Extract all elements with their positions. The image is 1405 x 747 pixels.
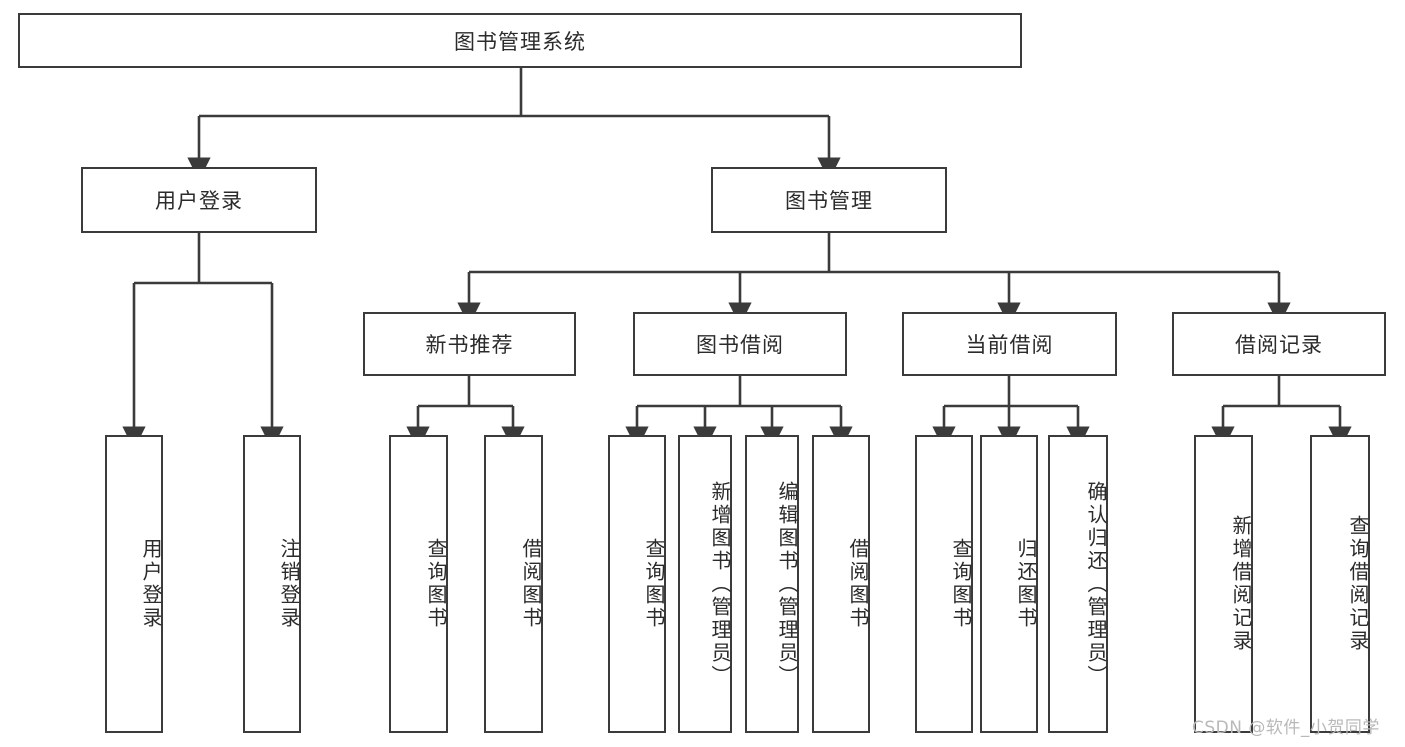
leaf-user-login-logout[interactable]: 注销登录 [243, 435, 301, 733]
leaf-current-borrow-confirm-return[interactable]: 确认归还（管理员） [1048, 435, 1108, 733]
leaf-label: 新增图书（管理员） [708, 480, 732, 688]
leaf-new-book-query[interactable]: 查询图书 [389, 435, 448, 733]
leaf-borrow-record-add[interactable]: 新增借阅记录 [1194, 435, 1253, 733]
leaf-user-login-login[interactable]: 用户登录 [105, 435, 163, 733]
node-book-management[interactable]: 图书管理 [711, 167, 947, 233]
leaf-label: 借阅图书 [519, 538, 543, 630]
csdn-watermark: CSDN @软件_小贺同学 [1192, 718, 1380, 738]
node-user-login[interactable]: 用户登录 [81, 167, 317, 233]
leaf-label: 查询借阅记录 [1346, 515, 1370, 653]
leaf-label: 查询图书 [424, 538, 448, 630]
leaf-current-borrow-query[interactable]: 查询图书 [915, 435, 973, 733]
node-new-book-recommend-label: 新书推荐 [425, 333, 514, 357]
node-book-borrow[interactable]: 图书借阅 [633, 312, 847, 376]
leaf-label: 注销登录 [277, 538, 301, 630]
node-book-borrow-label: 图书借阅 [696, 333, 784, 357]
leaf-label: 新增借阅记录 [1229, 515, 1253, 653]
leaf-book-borrow-edit[interactable]: 编辑图书（管理员） [745, 435, 799, 733]
leaf-new-book-borrow[interactable]: 借阅图书 [484, 435, 543, 733]
leaf-book-borrow-add[interactable]: 新增图书（管理员） [678, 435, 732, 733]
leaf-label: 编辑图书（管理员） [775, 480, 799, 688]
leaf-borrow-record-query[interactable]: 查询借阅记录 [1310, 435, 1370, 733]
node-current-borrow[interactable]: 当前借阅 [902, 312, 1117, 376]
leaf-current-borrow-return[interactable]: 归还图书 [980, 435, 1038, 733]
node-borrow-record-label: 借阅记录 [1235, 333, 1323, 357]
node-current-borrow-label: 当前借阅 [965, 333, 1054, 357]
node-root-label: 图书管理系统 [454, 29, 586, 54]
node-book-management-label: 图书管理 [785, 189, 873, 213]
node-user-login-label: 用户登录 [155, 189, 243, 213]
leaf-label: 查询图书 [949, 538, 973, 630]
leaf-label: 查询图书 [642, 538, 666, 630]
leaf-label: 确认归还（管理员） [1084, 480, 1108, 688]
leaf-label: 用户登录 [139, 538, 163, 630]
node-root[interactable]: 图书管理系统 [18, 13, 1022, 68]
leaf-label: 归还图书 [1014, 538, 1038, 630]
leaf-book-borrow-borrow[interactable]: 借阅图书 [812, 435, 870, 733]
leaf-label: 借阅图书 [846, 538, 870, 630]
node-new-book-recommend[interactable]: 新书推荐 [363, 312, 576, 376]
node-borrow-record[interactable]: 借阅记录 [1172, 312, 1386, 376]
leaf-book-borrow-query[interactable]: 查询图书 [608, 435, 666, 733]
